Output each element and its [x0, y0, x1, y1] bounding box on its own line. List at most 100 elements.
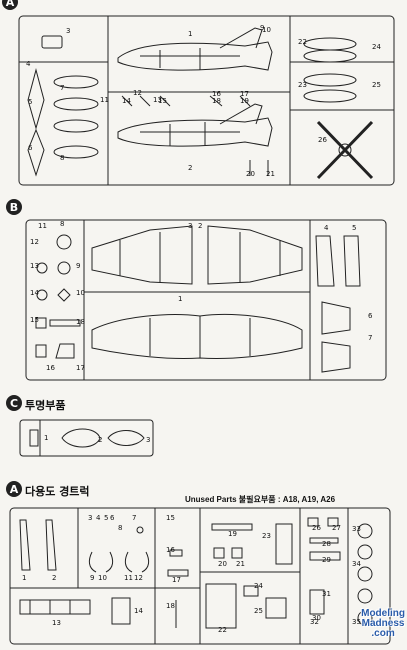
part-number-label: 17 — [76, 364, 85, 372]
part-number-label: 3 — [88, 514, 92, 522]
part-number-label: 15 — [30, 316, 39, 324]
part-number-label: 22 — [218, 626, 227, 634]
part-number-label: 7 — [60, 84, 64, 92]
part-number-label: 27 — [332, 524, 341, 532]
part-number-label: 7 — [132, 514, 136, 522]
section-c-title: 투명부품 — [25, 399, 66, 412]
part-number-label: 32 — [310, 618, 319, 626]
part-number-label: 33 — [352, 525, 361, 533]
part-number-label: 2 — [188, 164, 192, 172]
part-number-label: 17 — [172, 576, 181, 584]
part-number-label: 25 — [372, 81, 381, 89]
part-number-label: 23 — [262, 532, 271, 540]
part-number-label: 11 — [38, 222, 47, 230]
part-number-label: 23 — [298, 81, 307, 89]
section-b-badge: B — [6, 199, 22, 215]
part-number-label: 22 — [298, 38, 307, 46]
sprue-a-fuselage-lower — [117, 103, 273, 147]
sprue-b-left-parts — [35, 234, 81, 359]
part-number-label: 14 — [134, 607, 143, 615]
part-number-label: 30 — [312, 614, 321, 622]
part-number-label: 2 — [98, 436, 102, 444]
part-number-label: 4 — [96, 514, 101, 522]
part-number-label: 34 — [352, 560, 361, 568]
part-number-label: 3 — [146, 436, 150, 444]
part-number-label: 26 — [318, 136, 327, 144]
sprue-b-right-parts — [315, 235, 361, 373]
unused-parts-note: Unused Parts 불필요부품 : A18, A19, A26 — [185, 495, 336, 504]
part-number-label: 24 — [372, 43, 381, 51]
section-a-truck-badge: A — [6, 481, 22, 497]
part-number-label: 31 — [322, 590, 331, 598]
sprue-b-wings — [91, 225, 303, 360]
part-number-label: 20 — [218, 560, 227, 568]
section-a-letter: A — [5, 0, 15, 9]
part-number-label: 3 — [188, 222, 192, 230]
part-number-label: 15 — [166, 514, 175, 522]
sprue-b-frame — [25, 219, 387, 381]
sprue-c-frame — [19, 419, 154, 457]
part-number-label: 21 — [236, 560, 245, 568]
part-number-label: 4 — [324, 224, 329, 232]
part-number-label: 13 — [30, 262, 39, 270]
part-number-label: 19 — [228, 530, 237, 538]
part-number-label: 24 — [254, 582, 263, 590]
section-c-letter: C — [9, 396, 19, 410]
part-number-label: 4 — [26, 60, 31, 68]
section-b-letter: B — [9, 200, 19, 214]
part-number-label: 5 — [28, 98, 32, 106]
part-number-label: 11 — [124, 574, 133, 582]
part-number-label: 14 — [30, 289, 39, 297]
part-number-label: 1 — [22, 574, 26, 582]
part-number-label: 1 — [44, 434, 48, 442]
part-number-label: 18 — [212, 97, 221, 105]
part-number-label: 13 — [153, 96, 162, 104]
section-a-truck-letter: A — [9, 482, 19, 496]
part-number-label: 19 — [240, 97, 249, 105]
section-a-truck-title: 다용도 경트럭 — [25, 485, 90, 498]
part-number-label: 2 — [198, 222, 202, 230]
part-number-label: 12 — [134, 574, 143, 582]
part-number-label: 6 — [28, 144, 33, 152]
part-number-label: 16 — [212, 90, 221, 98]
section-a-badge: A — [2, 0, 18, 10]
part-number-label: 8 — [118, 524, 122, 532]
sprue-truck-frame — [9, 507, 391, 645]
part-number-label: 21 — [266, 170, 275, 178]
part-number-label: 26 — [312, 524, 321, 532]
part-number-label: 14 — [122, 97, 131, 105]
part-number-label: 1 — [178, 295, 182, 303]
part-number-label: 25 — [254, 607, 263, 615]
watermark-line2: Madness — [361, 618, 405, 629]
sprue-truck-parts — [19, 517, 373, 629]
part-number-label: 10 — [262, 26, 271, 34]
part-number-label: 28 — [322, 540, 331, 548]
sprue-a-small-bits — [121, 95, 269, 176]
part-number-label: 9 — [90, 574, 94, 582]
part-number-label: 15 — [158, 97, 167, 105]
part-number-label: 7 — [368, 334, 372, 342]
watermark-logo: Modeling Madness .com — [361, 609, 405, 639]
part-number-label: 12 — [133, 89, 142, 97]
sprue-a-fuselage-upper — [117, 27, 273, 71]
part-number-label: 2 — [52, 574, 56, 582]
part-number-label: 18 — [76, 318, 85, 326]
section-c-badge: C — [6, 395, 22, 411]
sprue-a-left-parts — [27, 35, 99, 177]
part-number-label: 9 — [260, 24, 264, 32]
part-number-label: 5 — [104, 514, 108, 522]
part-number-label: 16 — [166, 546, 175, 554]
part-number-label: 6 — [110, 514, 115, 522]
sprue-c-part-numbers: 1 2 3 — [44, 434, 150, 444]
part-number-label: 9 — [76, 262, 80, 270]
part-number-label: 13 — [52, 619, 61, 627]
part-number-label: 29 — [322, 556, 331, 564]
part-number-label: 11 — [100, 96, 109, 104]
sprue-a-right-parts — [303, 37, 374, 180]
part-number-label: 1 — [188, 30, 192, 38]
